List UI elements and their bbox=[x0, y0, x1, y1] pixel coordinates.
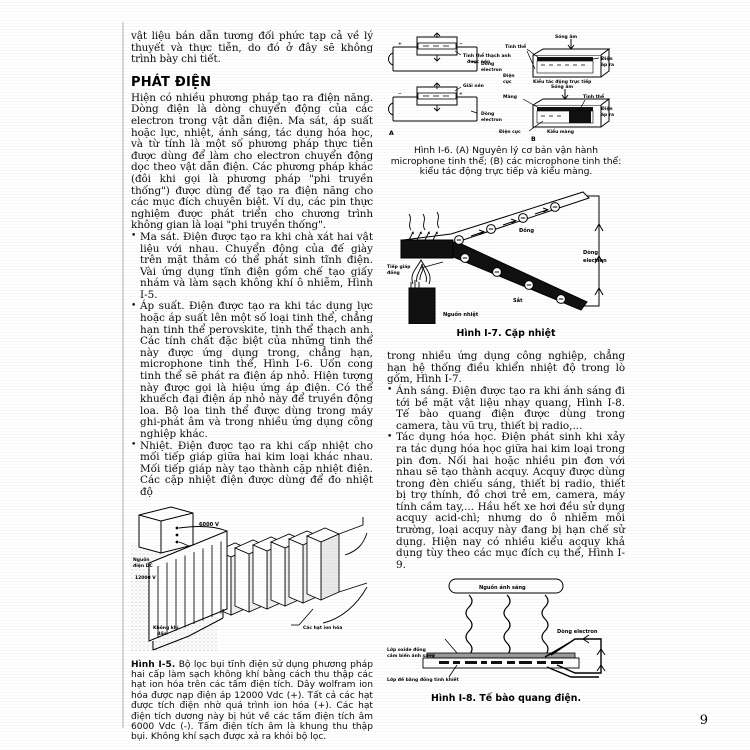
label-ionized-particles: Các hạt ion hóa bbox=[303, 624, 342, 631]
bullet-pressure: Áp suất. Điện được tạo ra khi tác dụng l… bbox=[131, 301, 373, 440]
label-a-plus: + bbox=[398, 41, 402, 47]
label-a-electron-flow-1a: Dòng bbox=[481, 60, 494, 67]
label-b-crystal-1: Tinh thể bbox=[505, 43, 527, 50]
label-a-minus: − bbox=[459, 42, 463, 47]
label-electron-flow-b: electron bbox=[583, 258, 607, 264]
figure-i5-drawing: 6000 V Nguồn điện DC 12000 V Không khí d… bbox=[131, 506, 368, 651]
label-dc-source-line2: điện DC bbox=[133, 562, 153, 569]
label-dc-source-line1: Nguồn bbox=[133, 555, 150, 563]
label-junction-b: đồng bbox=[387, 268, 400, 276]
label-a-electron-flow-1b: electron bbox=[481, 67, 502, 73]
bullet-friction: Ma sát. Điện được tạo ra khi chà xát hai… bbox=[131, 231, 373, 302]
label-a2-minus: − bbox=[398, 92, 402, 97]
figure-i7-drawing: Đồng Dòng electron Tiếp giáp đồng Sắt Ng… bbox=[387, 191, 607, 324]
page-number: 9 bbox=[699, 713, 708, 728]
label-b-output-2b: áp ra bbox=[601, 111, 614, 118]
left-bullet-list: Ma sát. Điện được tạo ra khi chà xát hai… bbox=[131, 231, 373, 499]
figure-i5-caption-bold: Hình I-5. bbox=[131, 659, 176, 670]
figure-i5-caption: Hình I-5. Bộ lọc bụi tĩnh điện sử dụng p… bbox=[131, 660, 373, 743]
label-a-electron-flow-2a: Dòng bbox=[481, 110, 494, 117]
right-bullet-list: Ánh sáng. Điện được tạo ra khi ánh sáng … bbox=[387, 385, 625, 572]
label-a-crystal-line1: Tinh thể thạch anh bbox=[463, 52, 511, 59]
label-iron: Sắt bbox=[513, 297, 523, 304]
bullet-chemical: Tác dụng hóa học. Điện phát sinh khi xảy… bbox=[387, 432, 625, 571]
label-b-electrode-1a: Điện bbox=[503, 72, 515, 79]
label-b-electrode-1b: cực bbox=[503, 79, 512, 85]
figure-i5: 6000 V Nguồn điện DC 12000 V Không khí d… bbox=[131, 505, 373, 657]
paragraph-1: Hiện có nhiều phương pháp tạo ra điện nă… bbox=[131, 91, 373, 232]
figure-i6-drawing: + − Tinh thể thạch anh được nén Dòng ele… bbox=[388, 32, 614, 143]
bullet-light: Ánh sáng. Điện được tạo ra khi ánh sáng … bbox=[387, 385, 625, 432]
label-heat-source: Nguồn nhiệt bbox=[443, 310, 479, 318]
left-column: vật liệu bán dẫn tương đối phức tạp cả v… bbox=[131, 30, 373, 742]
page-gutter-shadow bbox=[122, 22, 124, 728]
bullet-heat: Nhiệt. Điện được tạo ra khi cấp nhiệt ch… bbox=[131, 440, 373, 499]
label-a-decompress: Giải nén bbox=[463, 82, 484, 89]
label-b-type-direct: Kiểu tác động trực tiếp bbox=[533, 78, 592, 85]
label-oxide-layer-a: Lớp oxide đồng bbox=[387, 645, 426, 653]
figure-i6: + − Tinh thể thạch anh được nén Dòng ele… bbox=[387, 31, 625, 143]
label-12000v: 12000 V bbox=[135, 575, 156, 581]
figure-i8: Nguồn ánh sáng bbox=[387, 577, 625, 689]
label-a-crystal-line2: được nén bbox=[467, 58, 490, 65]
label-b-output-2a: Điện bbox=[601, 105, 613, 112]
label-electron-flow-i8: Dòng electron bbox=[557, 628, 598, 635]
figure-i6-caption: Hình I-6. (A) Nguyên lý cơ bản vận hành … bbox=[390, 145, 622, 178]
label-dirty-air-line1: Không khí bbox=[153, 624, 179, 631]
paragraph-continued: trong nhiều ứng dụng công nghiệp, chẳng … bbox=[387, 350, 625, 386]
label-b-sound-wave-2: Sóng âm bbox=[551, 83, 573, 90]
label-b-output-1b: áp ra bbox=[601, 61, 614, 68]
label-b-crystal-2: Tinh thể bbox=[583, 93, 605, 100]
label-6000v: 6000 V bbox=[199, 522, 219, 528]
label-a-electron-flow-2b: electron bbox=[481, 117, 502, 123]
label-b-electrode-2: Điện cực bbox=[499, 128, 521, 135]
label-a2-plus: + bbox=[459, 91, 463, 97]
label-electron-flow-a: Dòng bbox=[583, 249, 598, 256]
label-light-source: Nguồn ánh sáng bbox=[479, 583, 526, 591]
section-heading: PHÁT ĐIỆN bbox=[131, 74, 212, 90]
label-b-output-1a: Điện bbox=[601, 55, 613, 62]
label-dirty-air-line2: dẩn bbox=[157, 630, 166, 637]
label-b-membrane: Màng bbox=[503, 93, 517, 100]
intro-paragraph: vật liệu bán dẫn tương đối phức tạp cả v… bbox=[131, 30, 373, 66]
figure-i8-caption: Hình I-8. Tế bào quang điện. bbox=[430, 693, 582, 705]
label-b-sound-wave-1: Sóng âm bbox=[555, 33, 577, 40]
figure-i7: Đồng Dòng electron Tiếp giáp đồng Sắt Ng… bbox=[387, 184, 625, 324]
label-copper: Đồng bbox=[519, 226, 534, 234]
label-b-type-membrane: Kiểu màng bbox=[547, 128, 574, 135]
figure-i7-caption: Hình I-7. Cặp nhiệt bbox=[456, 327, 556, 339]
figure-i5-caption-text: Bộ lọc bụi tĩnh điện sử dụng phương pháp… bbox=[131, 659, 373, 743]
label-junction-a: Tiếp giáp bbox=[387, 263, 411, 270]
figure-i8-drawing: Nguồn ánh sáng bbox=[387, 578, 606, 683]
two-column-layout: vật liệu bán dẫn tương đối phức tạp cả v… bbox=[131, 30, 625, 742]
label-oxide-layer-b: cảm biến ánh sáng bbox=[387, 652, 435, 659]
label-figure-i6-b: B bbox=[531, 136, 536, 143]
label-base-layer: Lớp đế bằng đồng tinh khiết bbox=[387, 675, 460, 683]
right-column: + − Tinh thể thạch anh được nén Dòng ele… bbox=[387, 31, 625, 721]
label-figure-i6-a: A bbox=[389, 130, 394, 137]
